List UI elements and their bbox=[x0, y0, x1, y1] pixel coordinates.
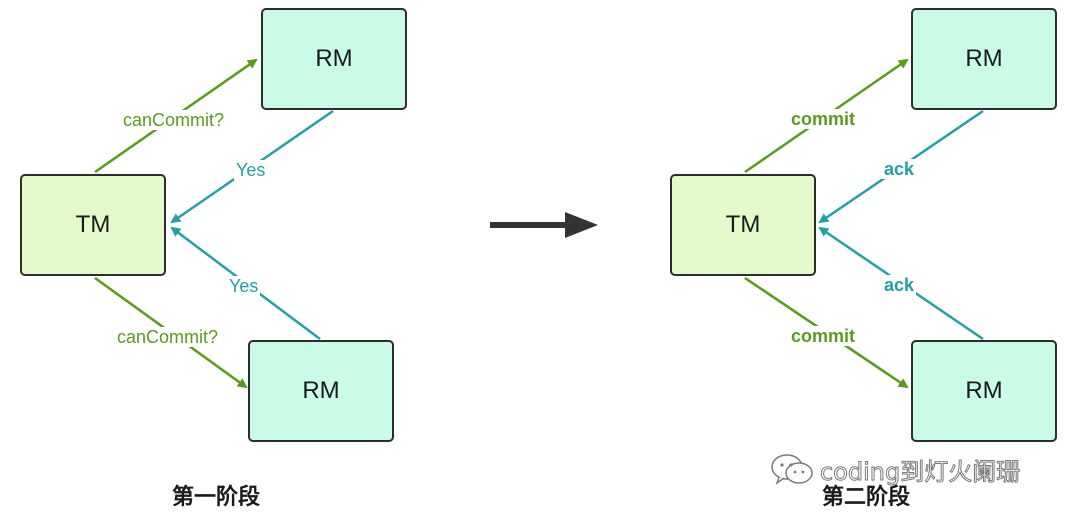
phase-transition-arrow bbox=[490, 212, 598, 238]
rm-bottom-node-p2: RM bbox=[911, 340, 1057, 442]
rm-bottom-label-p2: RM bbox=[965, 377, 1003, 404]
rm-bottom-node-p1: RM bbox=[248, 340, 394, 442]
rm-top-node-p1: RM bbox=[261, 8, 407, 110]
phase1-title: 第一阶段 bbox=[172, 485, 261, 510]
tm-label-p2: TM bbox=[725, 211, 761, 238]
rm-top-label-p1: RM bbox=[315, 45, 353, 72]
edge-label-rm-bottom-to-tm-p1: Yes bbox=[227, 276, 261, 296]
edge-label-tm-to-rm-bottom-p2: commit bbox=[789, 326, 858, 346]
watermark: coding到灯火阑珊 bbox=[770, 452, 1021, 487]
edge-label-rm-top-to-tm-p1: Yes bbox=[234, 160, 268, 180]
watermark-text: coding到灯火阑珊 bbox=[819, 458, 1021, 487]
edge-label-rm-bottom-to-tm-p2: ack bbox=[882, 275, 917, 295]
rm-bottom-label-p1: RM bbox=[302, 377, 340, 404]
edge-label-rm-top-to-tm-p2: ack bbox=[882, 159, 917, 179]
rm-top-node-p2: RM bbox=[911, 8, 1057, 110]
wechat-icon bbox=[771, 453, 813, 485]
edge-label-tm-to-rm-bottom-p1: canCommit? bbox=[115, 327, 221, 347]
edge-label-tm-to-rm-top-p1: canCommit? bbox=[121, 110, 227, 130]
tm-node-p1: TM bbox=[20, 174, 166, 276]
phase2-title: 第二阶段 bbox=[822, 485, 911, 510]
rm-top-label-p2: RM bbox=[965, 45, 1003, 72]
tm-label-p1: TM bbox=[75, 211, 111, 238]
tm-node-p2: TM bbox=[670, 174, 816, 276]
edge-label-tm-to-rm-top-p2: commit bbox=[789, 109, 858, 129]
